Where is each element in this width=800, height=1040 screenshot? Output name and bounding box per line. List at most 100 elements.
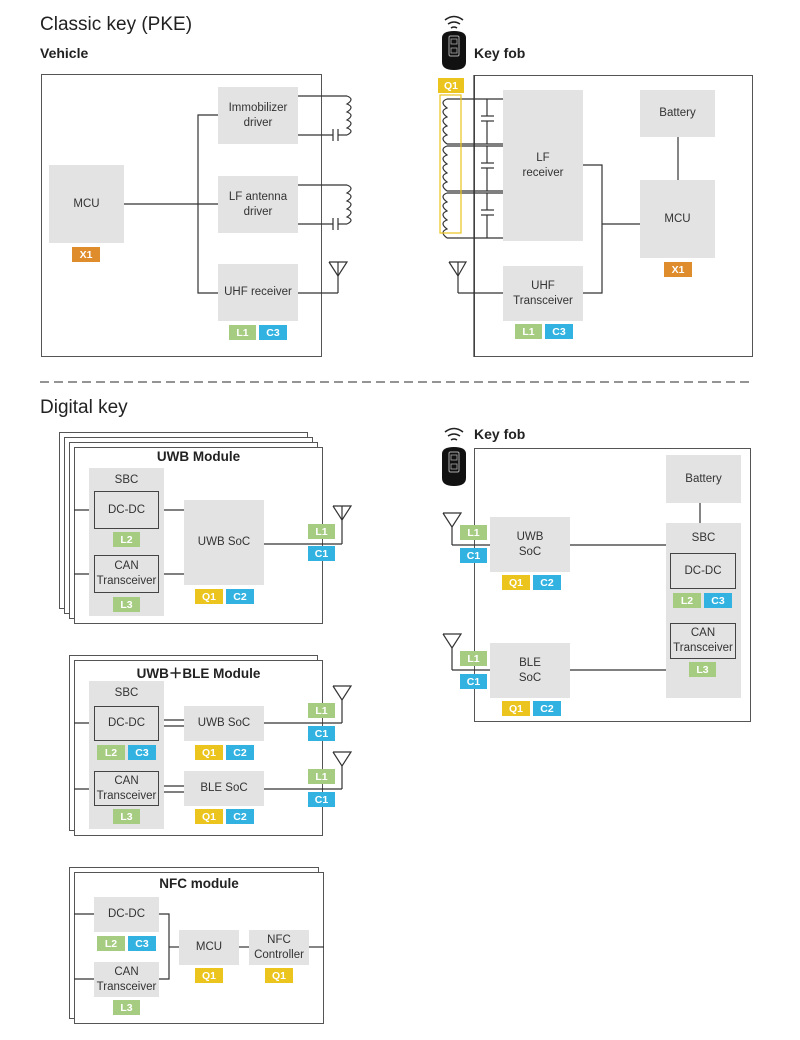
uwb-module-soc-label: UWB SoC [197,536,251,548]
uwb-module-can-tag-l3: L3 [113,597,140,612]
lf-antenna-driver-label: LF antenna driver [228,190,288,218]
digital-keyfob-ble-ant-tag-c1: C1 [460,674,487,689]
uwb-ble-module-dcdc: DC-DC [94,706,159,741]
lf-receiver-label: LF receiver [522,151,564,179]
uwb-ble-module-title: UWB＋BLE Module [136,666,261,681]
digital-keyfob-sbc-label: SBC [691,532,716,544]
classic-keyfob-battery: Battery [640,90,715,137]
uhf-transceiver: UHF Transceiver [503,266,583,321]
digital-keyfob-ble-soc-label: BLE SoC [518,656,542,684]
digital-keyfob-ble-soc-tag-q1: Q1 [502,701,530,716]
lf-antenna-driver: LF antenna driver [218,176,298,233]
digital-keyfob-uwb-soc-label: UWB SoC [516,530,544,558]
uwb-ble-module-uwb-soc-tag-q1: Q1 [195,745,223,760]
uhf-transceiver-label: UHF Transceiver [513,279,573,307]
digital-keyfob-dcdc-tag-c3: C3 [704,593,732,608]
uwb-ble-module-uwb-soc-label: UWB SoC [197,717,251,729]
uwb-ble-module-uwb-soc-tag-c2: C2 [226,745,254,760]
nfc-module-mcu: MCU [179,930,239,965]
immobilizer-driver: Immobilizer driver [218,87,298,144]
nfc-module-dcdc-tag-c3: C3 [128,936,156,951]
lf-receiver: LF receiver [503,90,583,241]
digital-keyfob-ble-ant-tag-l1: L1 [460,651,487,666]
digital-keyfob-uwb-soc-tag-q1: Q1 [502,575,530,590]
classic-keyfob-mcu-tag-x1: X1 [664,262,692,277]
digital-keyfob-dcdc-tag-l2: L2 [673,593,701,608]
uwb-module-title: UWB Module [156,449,241,464]
uhf-receiver-tag-c3: C3 [259,325,287,340]
nfc-controller-label: NFC Controller [254,933,304,961]
uwb-ble-module-ble-soc-tag-q1: Q1 [195,809,223,824]
uwb-ble-module-dcdc-label: DC-DC [107,717,146,729]
nfc-module-dcdc: DC-DC [94,897,159,932]
uwb-module-soc-tag-q1: Q1 [195,589,223,604]
uwb-ble-module-ble-ant-tag-c1: C1 [308,792,335,807]
uwb-ble-module-can: CAN Transceiver [94,771,159,806]
uwb-module-ant-tag-c1: C1 [308,546,335,561]
digital-keyfob-ble-soc: BLE SoC [490,643,570,698]
nfc-module-can-tag-l3: L3 [113,1000,140,1015]
uwb-module-can-label: CAN Transceiver [96,560,157,587]
uwb-ble-module-dcdc-tag-l2: L2 [97,745,125,760]
uwb-module-ant-tag-l1: L1 [308,524,335,539]
uhf-transceiver-tag-l1: L1 [515,324,542,339]
uwb-ble-module-can-label: CAN Transceiver [96,774,157,802]
classic-keyfob-label: Key fob [474,45,526,61]
immobilizer-driver-label: Immobilizer driver [228,101,288,129]
classic-keyfob-battery-label: Battery [659,107,696,119]
classic-keyfob-mcu-label: MCU [664,212,691,225]
uwb-ble-module-can-tag-l3: L3 [113,809,140,824]
digital-keyfob-uwb-ant-tag-l1: L1 [460,525,487,540]
nfc-controller-tag-q1: Q1 [265,968,293,983]
classic-keyfob-mcu: MCU [640,180,715,258]
classic-keyfob-icon [438,8,470,75]
nfc-module-mcu-tag-q1: Q1 [195,968,223,983]
uwb-ble-module-ble-soc-label: BLE SoC [200,782,248,794]
digital-keyfob-icon [438,420,470,495]
vehicle-mcu-tag-x1: X1 [72,247,100,262]
digital-keyfob-uwb-soc: UWB SoC [490,517,570,572]
uwb-module-sbc-label: SBC [114,474,139,486]
nfc-module-dcdc-tag-l2: L2 [97,936,125,951]
uwb-module-can: CAN Transceiver [94,555,159,593]
uwb-ble-module-dcdc-tag-c3: C3 [128,745,156,760]
uwb-ble-module-uwb-ant-tag-c1: C1 [308,726,335,741]
uhf-transceiver-tag-c3: C3 [545,324,573,339]
uwb-module-dcdc-tag-l2: L2 [113,532,140,547]
digital-keyfob-dcdc: DC-DC [670,553,736,589]
uwb-ble-module-sbc-label: SBC [114,687,139,699]
classic-key-heading: Classic key (PKE) [40,14,193,35]
uhf-receiver: UHF receiver [218,264,298,321]
digital-keyfob-uwb-soc-tag-c2: C2 [533,575,561,590]
vehicle-mcu-label: MCU [73,197,100,210]
uwb-module-soc: UWB SoC [184,500,264,585]
keyfob-coil-tag-q1: Q1 [438,78,464,93]
uwb-ble-module-ble-soc-tag-c2: C2 [226,809,254,824]
digital-keyfob-battery: Battery [666,455,741,503]
nfc-module-can-label: CAN Transceiver [96,965,157,993]
digital-keyfob-uwb-ant-tag-c1: C1 [460,548,487,563]
digital-keyfob-ble-soc-tag-c2: C2 [533,701,561,716]
uwb-ble-module-uwb-ant-tag-l1: L1 [308,703,335,718]
nfc-module-dcdc-label: DC-DC [107,908,146,920]
digital-keyfob-dcdc-label: DC-DC [684,564,722,577]
digital-keyfob-can-tag-l3: L3 [689,662,716,677]
digital-keyfob-can: CAN Transceiver [670,623,736,659]
uhf-receiver-tag-l1: L1 [229,325,256,340]
digital-keyfob-battery-label: Battery [685,472,722,485]
uhf-receiver-label: UHF receiver [224,286,292,298]
digital-keyfob-label: Key fob [474,426,526,442]
vehicle-label: Vehicle [40,45,89,61]
nfc-module-mcu-label: MCU [195,941,223,953]
uwb-module-dcdc: DC-DC [94,491,159,529]
vehicle-mcu: MCU [49,165,124,243]
nfc-module-can: CAN Transceiver [94,962,159,997]
uwb-module-dcdc-label: DC-DC [107,503,146,516]
digital-key-heading: Digital key [40,397,128,418]
uwb-ble-module-ble-ant-tag-l1: L1 [308,769,335,784]
uwb-module-soc-tag-c2: C2 [226,589,254,604]
uwb-ble-module-ble-soc: BLE SoC [184,771,264,806]
uwb-ble-module-uwb-soc: UWB SoC [184,706,264,741]
nfc-module-title: NFC module [159,876,239,891]
digital-keyfob-can-label: CAN Transceiver [673,627,733,654]
